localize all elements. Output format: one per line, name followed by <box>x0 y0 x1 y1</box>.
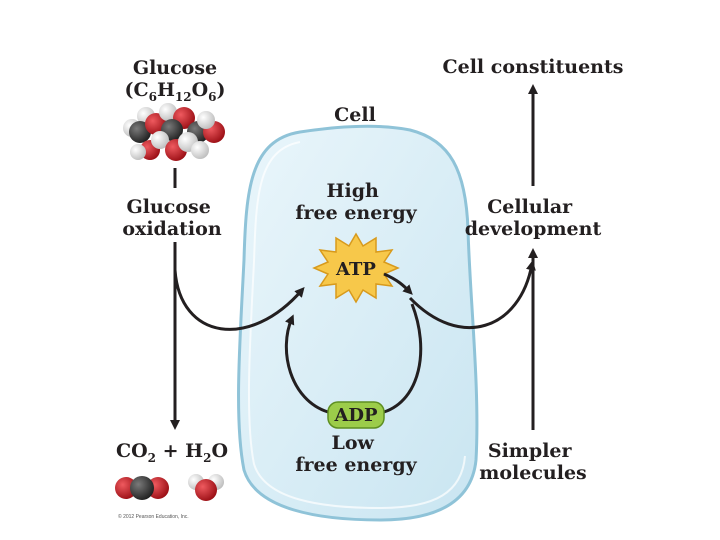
cell-label: Cell <box>334 104 376 126</box>
cell-inner-highlight <box>247 141 466 510</box>
co2-molecule <box>115 476 169 500</box>
copyright-text: © 2012 Pearson Education, Inc. <box>118 513 189 520</box>
simpler-molecules-label: Simpler molecules <box>479 440 586 484</box>
cell-constituents-label: Cell constituents <box>443 56 624 78</box>
products-label: CO2 + H2O <box>116 440 228 465</box>
glucose-oxidation-label: Glucose oxidation <box>122 196 221 240</box>
atp-label: ATP <box>335 259 376 280</box>
cell-membrane <box>237 124 479 522</box>
atp-starburst <box>312 232 400 304</box>
energy-to-atp-arrow <box>173 269 305 331</box>
energy-to-development-arrow <box>408 260 536 330</box>
atp-to-adp-arrow <box>383 303 423 414</box>
atp-release-arrow <box>383 272 413 295</box>
glucose-formula: (C6H12O6) <box>124 79 225 104</box>
high-free-energy-label: High free energy <box>295 180 417 224</box>
h2o-molecule <box>188 474 224 501</box>
adp-label: ADP <box>333 405 378 426</box>
adp-badge <box>327 401 385 429</box>
cellular-development-label: Cellular development <box>465 196 602 240</box>
adp-to-atp-arrow <box>284 314 329 414</box>
glucose-label: Glucose <box>133 57 217 79</box>
glucose-molecule <box>123 103 225 161</box>
low-free-energy-label: Low free energy <box>295 432 417 476</box>
